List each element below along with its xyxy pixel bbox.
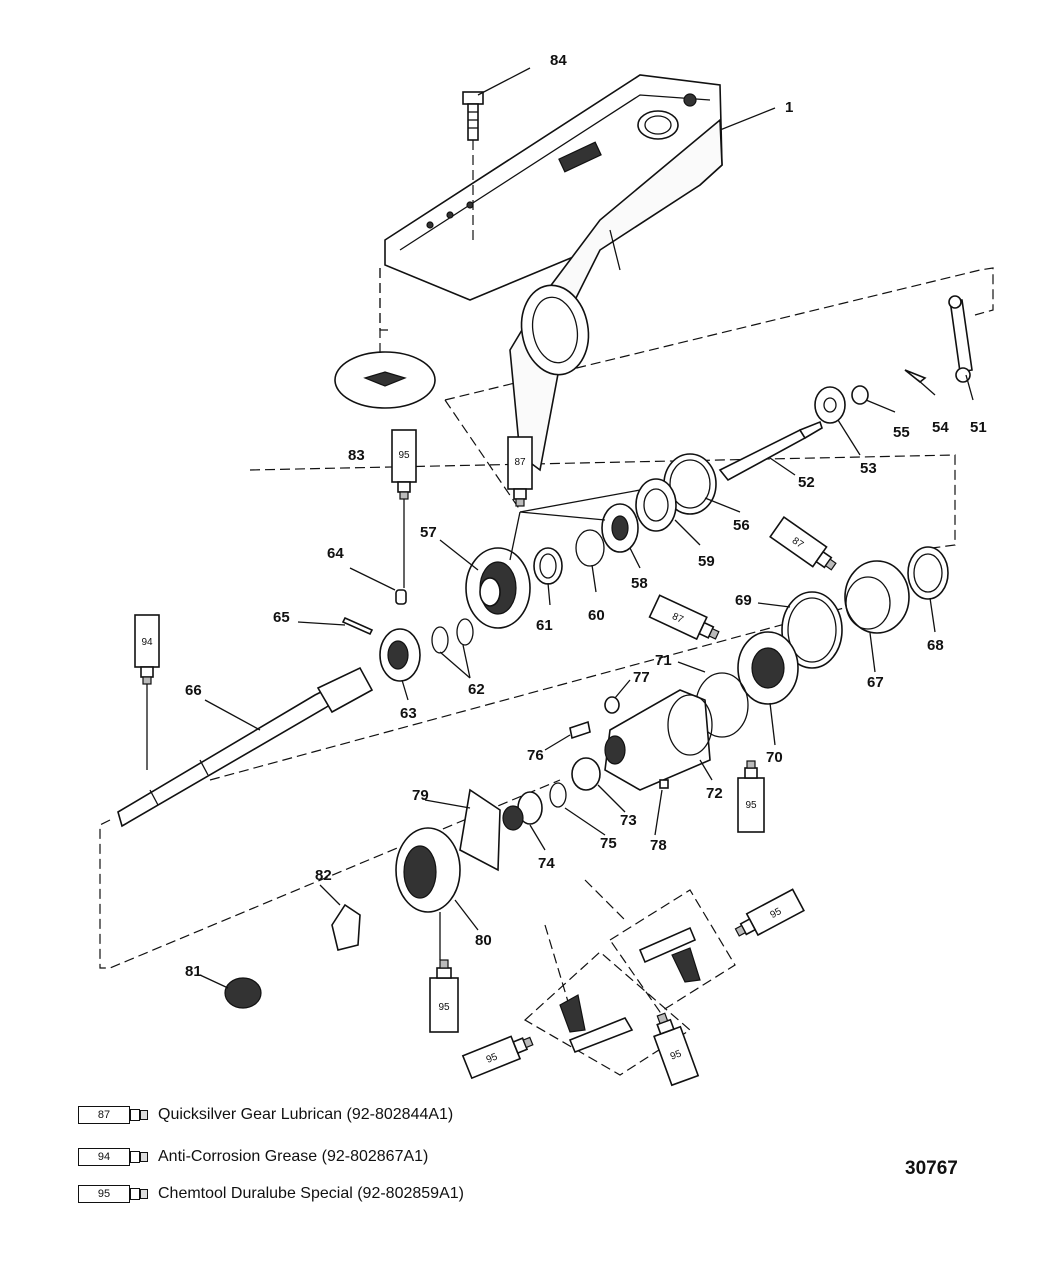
callout-labels: 84 1 51 54 55 53 52 83 56 59 58 60 61 57…	[185, 52, 987, 980]
callout-76: 76	[527, 747, 544, 764]
callout-67: 67	[867, 674, 884, 691]
svg-text:95: 95	[745, 800, 757, 811]
tube-icon: 87	[78, 1104, 150, 1126]
svg-text:95: 95	[769, 906, 784, 921]
callout-70: 70	[766, 749, 783, 766]
svg-text:95: 95	[669, 1048, 684, 1062]
rear-bearing-group	[224, 696, 669, 1009]
callout-1: 1	[785, 99, 793, 116]
tube-icon: 95	[78, 1183, 150, 1205]
callout-53: 53	[860, 460, 877, 477]
drawing-number: 30767	[905, 1158, 958, 1179]
callout-66: 66	[185, 682, 202, 699]
svg-text:87: 87	[670, 611, 685, 626]
leader-lines	[199, 67, 974, 989]
callout-52: 52	[798, 474, 815, 491]
svg-text:95: 95	[485, 1051, 500, 1066]
callout-79: 79	[412, 787, 429, 804]
callout-68: 68	[927, 637, 944, 654]
tube-87-diagonal-upper: 87	[769, 515, 837, 571]
bolt	[462, 91, 484, 240]
tube-code: 87	[78, 1106, 130, 1124]
gear-housing	[384, 74, 723, 472]
callout-57: 57	[420, 524, 437, 541]
shift-shaft-group	[718, 295, 973, 482]
lubricant-tubes: 95 87 94 87	[134, 429, 837, 1087]
svg-text:95: 95	[438, 1002, 450, 1013]
callout-63: 63	[400, 705, 417, 722]
callout-84: 84	[550, 52, 567, 69]
callout-82: 82	[315, 867, 332, 884]
tube-icon: 94	[78, 1146, 150, 1168]
propeller-shaft-group	[117, 589, 474, 828]
legend-row-87: 87 Quicksilver Gear Lubrican (92-802844A…	[78, 1104, 453, 1126]
legend-text: Chemtool Duralube Special (92-802859A1)	[158, 1185, 464, 1202]
legend-text: Quicksilver Gear Lubrican (92-802844A1)	[158, 1106, 454, 1123]
callout-56: 56	[733, 517, 750, 534]
callout-75: 75	[600, 835, 617, 852]
callout-81: 81	[185, 963, 202, 980]
svg-text:95: 95	[398, 450, 410, 461]
callout-69: 69	[735, 592, 752, 609]
callout-62: 62	[468, 681, 485, 698]
callout-51: 51	[970, 419, 987, 436]
bearing-carrier-group	[604, 546, 949, 791]
legend-text: Anti-Corrosion Grease (92-802867A1)	[158, 1148, 429, 1165]
tube-95-upper: 95	[391, 429, 417, 588]
svg-text:94: 94	[141, 637, 153, 648]
callout-74: 74	[538, 855, 555, 872]
anode-plate	[334, 351, 436, 409]
legend-row-95: 95 Chemtool Duralube Special (92-802859A…	[78, 1183, 464, 1205]
svg-text:87: 87	[514, 457, 526, 468]
tube-code: 95	[78, 1185, 130, 1203]
callout-61: 61	[536, 617, 553, 634]
callout-83: 83	[348, 447, 365, 464]
callout-58: 58	[631, 575, 648, 592]
callout-65: 65	[273, 609, 290, 626]
tube-code: 94	[78, 1148, 130, 1166]
callout-64: 64	[327, 545, 344, 562]
tube-95-detail-right: 95	[734, 888, 805, 937]
tube-95-middle: 95	[737, 760, 765, 833]
tube-94: 94	[134, 614, 160, 770]
callout-59: 59	[698, 553, 715, 570]
callout-73: 73	[620, 812, 637, 829]
callout-78: 78	[650, 837, 667, 854]
callout-71: 71	[655, 652, 672, 669]
callout-80: 80	[475, 932, 492, 949]
callout-72: 72	[706, 785, 723, 802]
tube-95-detail-left: 95	[461, 1035, 534, 1080]
assembly-dashed-lines	[99, 267, 994, 1026]
callout-55: 55	[893, 424, 910, 441]
tube-95-lower: 95	[429, 912, 459, 1033]
upper-bearing-group	[465, 453, 717, 629]
callout-54: 54	[932, 419, 949, 436]
tube-87-diagonal-middle: 87	[648, 594, 720, 641]
callout-77: 77	[633, 669, 650, 686]
tube-95-detail-bottom: 95	[653, 1012, 700, 1087]
callout-60: 60	[588, 607, 605, 624]
tube-87-vertical: 87	[507, 436, 641, 561]
detail-insets	[523, 889, 736, 1076]
legend-row-94: 94 Anti-Corrosion Grease (92-802867A1)	[78, 1146, 428, 1168]
